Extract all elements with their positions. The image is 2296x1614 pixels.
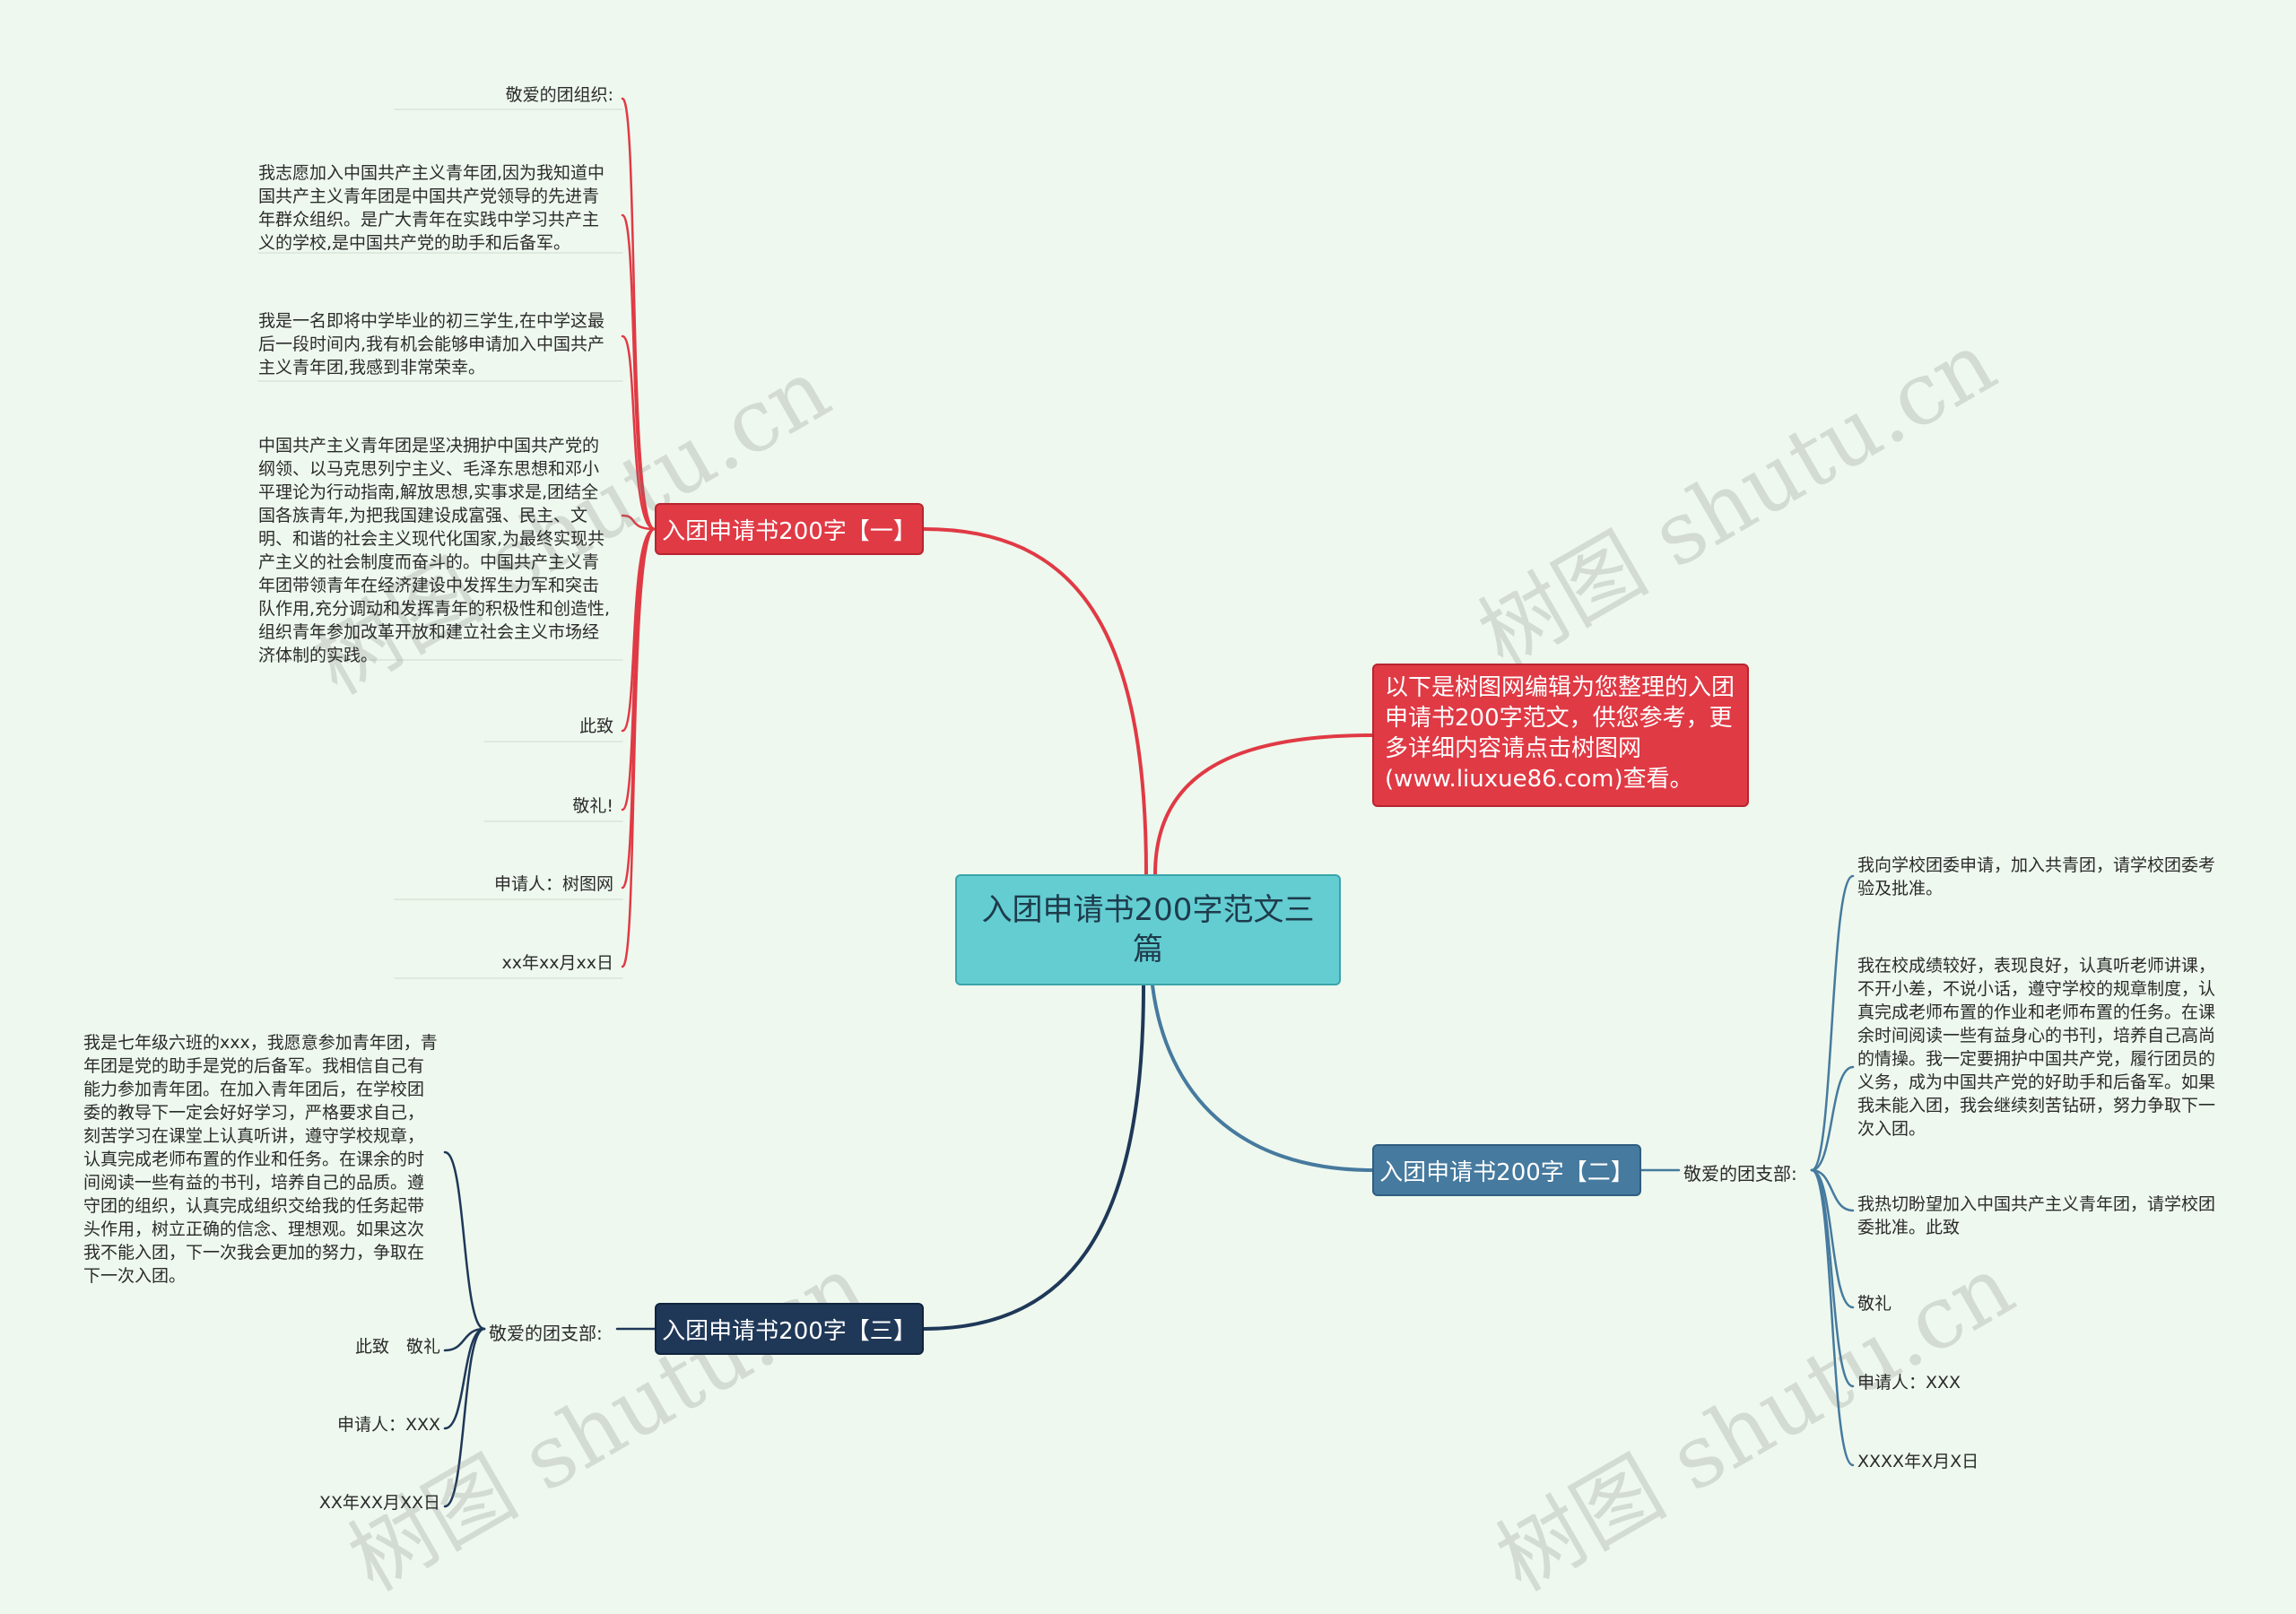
leaf-b2-para1[interactable]: 我向学校团委申请，加入共青团，请学校团委考验及批准。 [1857, 855, 2216, 898]
connector-b2-leaf-5 [1810, 1168, 1855, 1467]
leaf-b2-para3[interactable]: 我热切盼望加入中国共产主义青年团，请学校团委批准。此致 [1857, 1194, 2216, 1237]
branch-topic-three[interactable]: 入团申请书200字【三】 [655, 1303, 924, 1355]
leaf-b2-applicant[interactable]: 申请人：XXX [1857, 1373, 1961, 1393]
connector-b1-leaf-1 [621, 213, 657, 531]
connector-b3-leaf-0 [443, 1150, 486, 1331]
leaf-b1-para1[interactable]: 我志愿加入中国共产主义青年团,因为我知道中国共产主义青年团是中国共产党领导的先进… [258, 163, 605, 253]
connector-b2-leaf-4 [1810, 1168, 1855, 1388]
connector-b1-leaf-0 [621, 97, 657, 531]
connector-root-branch3 [922, 984, 1145, 1331]
branch2-sub-label[interactable]: 敬爱的团支部: [1683, 1163, 1797, 1184]
connector-root-intro [1153, 733, 1374, 876]
connector-b2-leaf-1 [1810, 1065, 1855, 1172]
connector-b3-leaf-2 [443, 1327, 486, 1430]
leaf-b1-greeting[interactable]: 敬爱的团组织: [505, 85, 613, 105]
leaf-b3-closing[interactable]: 此致 敬礼 [354, 1337, 440, 1357]
leaf-b2-para2[interactable]: 我在校成绩较好，表现良好，认真听老师讲课，不开小差，不说小话，遵守学校的规章制度… [1857, 956, 2216, 1139]
leaf-b1-para3[interactable]: 中国共产主义青年团是坚决拥护中国共产党的纲领、以马克思列宁主义、毛泽东思想和邓小… [258, 436, 611, 665]
leaf-b3-applicant[interactable]: 申请人：XXX [336, 1415, 440, 1435]
branch3-sub-label[interactable]: 敬爱的团支部: [489, 1323, 603, 1344]
leaf-b3-date[interactable]: XX年XX月XX日 [318, 1493, 440, 1513]
leaf-b2-salute[interactable]: 敬礼 [1857, 1294, 1892, 1314]
connector-b3-leaf-1 [443, 1327, 486, 1352]
leaf-b3-para1[interactable]: 我是七年级六班的xxx，我愿意参加青年团，青年团是党的助手是党的后备军。我相信自… [83, 1033, 438, 1286]
leaf-b2-date[interactable]: XXXX年X月X日 [1857, 1452, 1979, 1471]
intro-topic[interactable]: 以下是树图网编辑为您整理的入团申请书200字范文，供您参考，更多详细内容请点击树… [1372, 664, 1749, 807]
branch-topic-one[interactable]: 入团申请书200字【一】 [655, 503, 924, 555]
connector-b1-leaf-3 [621, 514, 657, 531]
connector-b3-leaf-3 [443, 1327, 486, 1508]
connector-b2-leaf-3 [1810, 1168, 1855, 1309]
connector-b2-leaf-0 [1810, 874, 1855, 1172]
leaf-b1-date[interactable]: xx年xx月xx日 [501, 953, 613, 973]
connector-root-branch2 [1151, 984, 1374, 1172]
leaf-b1-applicant[interactable]: 申请人：树图网 [493, 874, 613, 894]
connector-b1-leaf-2 [621, 334, 657, 531]
connector-root-branch1 [922, 527, 1148, 876]
leaf-b1-para2[interactable]: 我是一名即将中学毕业的初三学生,在中学这最后一段时间内,我有机会能够申请加入中国… [258, 311, 605, 377]
branch-topic-two[interactable]: 入团申请书200字【二】 [1372, 1144, 1641, 1196]
leaf-b1-closing[interactable]: 此致 [578, 716, 613, 736]
connector-b1-leaf-7 [621, 527, 657, 968]
leaf-b1-salute[interactable]: 敬礼! [572, 796, 613, 816]
root-topic[interactable]: 入团申请书200字范文三篇 [955, 874, 1341, 985]
connector-b1-leaf-4 [621, 527, 657, 733]
connector-b2-leaf-2 [1810, 1168, 1855, 1212]
